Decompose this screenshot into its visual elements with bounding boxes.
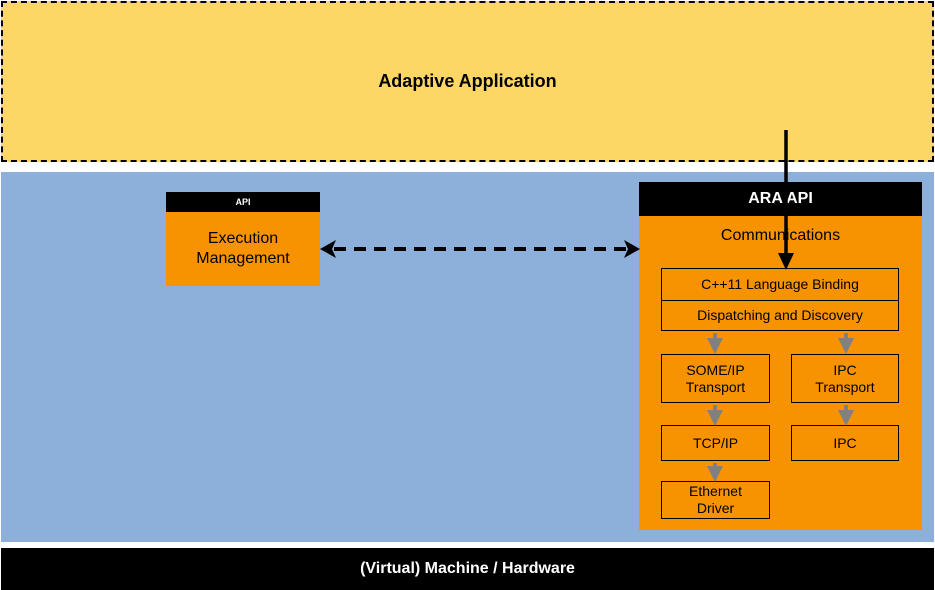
execution-management-label-line1: Execution	[207, 230, 279, 247]
adaptive-application-title: Adaptive Application	[378, 71, 557, 91]
execution-management-label-line2: Management	[196, 250, 290, 267]
ethernet-label-line1: Ethernet	[689, 483, 742, 499]
execution-management-box: Execution Management	[166, 212, 320, 286]
ara-api-header: ARA API	[639, 182, 922, 216]
em-ara-dashed-arrow	[320, 240, 640, 258]
app-to-binding-arrow	[778, 130, 794, 270]
adaptive-application-layer: Adaptive Application	[1, 1, 934, 162]
communications-title: Communications	[720, 227, 841, 244]
dispatching-discovery-box: Dispatching and Discovery	[661, 300, 899, 331]
someip-transport-box: SOME/IP Transport	[661, 354, 770, 403]
someip-label-line1: SOME/IP	[686, 361, 745, 378]
someip-label-line2: Transport	[685, 378, 746, 395]
ipc-transport-label-line2: Transport	[815, 378, 875, 395]
machine-hardware-bar: (Virtual) Machine / Hardware	[1, 548, 934, 590]
ipc-transport-box: IPC Transport	[791, 354, 899, 403]
ethernet-label-line2: Driver	[696, 500, 735, 516]
execution-management-api-header: API	[166, 192, 320, 212]
ipc-transport-label-line1: IPC	[833, 361, 857, 378]
